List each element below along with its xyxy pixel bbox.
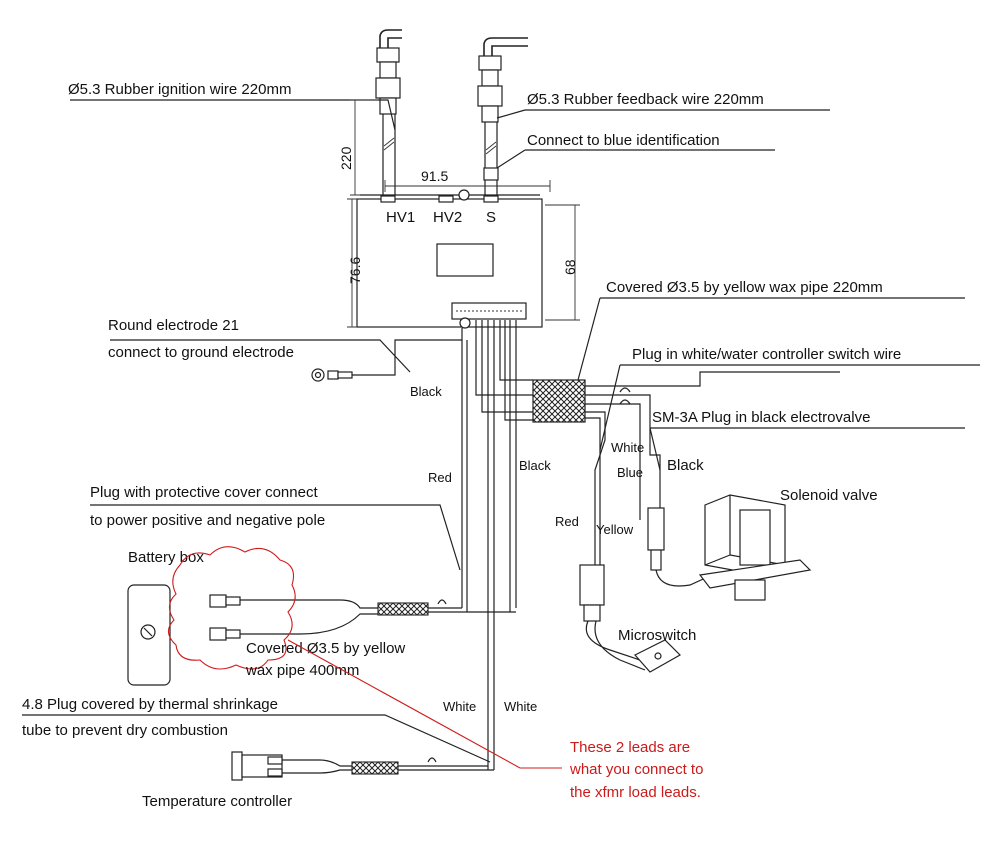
label-feedback-wire: Ø5.3 Rubber feedback wire 220mm xyxy=(527,91,764,108)
label-yellow-wax-220: Covered Ø3.5 by yellow wax pipe 220mm xyxy=(606,279,883,296)
control-box xyxy=(356,189,543,329)
svg-text:91.5: 91.5 xyxy=(421,168,448,184)
label-ignition-wire: Ø5.3 Rubber ignition wire 220mm xyxy=(68,81,291,98)
label-yellow-wax-400-2: wax pipe 400mm xyxy=(245,662,359,679)
label-thermal-shrink-2: tube to prevent dry combustion xyxy=(22,722,228,739)
annotation-arrow xyxy=(287,639,562,769)
annotation-line-3: the xfmr load leads. xyxy=(570,784,701,801)
svg-text:Blue: Blue xyxy=(617,465,643,480)
svg-text:Yellow: Yellow xyxy=(596,522,634,537)
dimension-76-6: 76.6 xyxy=(347,198,363,328)
label-round-electrode-1: Round electrode 21 xyxy=(108,317,239,334)
main-connector xyxy=(532,371,840,565)
svg-text:White: White xyxy=(611,440,644,455)
terminal-hv1: HV1 xyxy=(386,209,415,226)
label-thermal-shrink-1: 4.8 Plug covered by thermal shrinkage xyxy=(22,696,278,713)
ignition-electrode xyxy=(375,29,402,195)
dimension-68: 68 xyxy=(545,204,580,321)
label-electrovalve: SM-3A Plug in black electrovalve xyxy=(652,409,870,426)
svg-text:Red: Red xyxy=(428,470,452,485)
label-round-electrode-2: connect to ground electrode xyxy=(108,344,294,361)
annotation-line-2: what you connect to xyxy=(569,761,703,778)
label-microswitch: Microswitch xyxy=(618,627,696,644)
label-solenoid-valve: Solenoid valve xyxy=(780,487,878,504)
battery-box xyxy=(127,584,516,686)
dimension-220: 220 xyxy=(338,99,378,196)
label-protective-cover-1: Plug with protective cover connect xyxy=(90,484,318,501)
terminal-hv2: HV2 xyxy=(433,209,462,226)
svg-text:220: 220 xyxy=(338,146,354,170)
svg-text:White: White xyxy=(443,699,476,714)
red-highlight-cloud xyxy=(167,546,296,670)
label-battery-box: Battery box xyxy=(128,549,204,566)
feedback-electrode xyxy=(477,37,528,195)
label-white-water-switch: Plug in white/water controller switch wi… xyxy=(632,346,901,363)
svg-text:White: White xyxy=(504,699,537,714)
dimension-91-5: 91.5 xyxy=(384,168,551,192)
label-yellow-wax-400-1: Covered Ø3.5 by yellow xyxy=(246,640,405,657)
svg-text:Black: Black xyxy=(519,458,551,473)
svg-text:68: 68 xyxy=(562,259,578,275)
wire-bundle xyxy=(330,320,533,770)
label-protective-cover-2: to power positive and negative pole xyxy=(90,512,325,529)
svg-text:Black: Black xyxy=(410,384,442,399)
terminal-s: S xyxy=(486,209,496,226)
label-blue-identification: Connect to blue identification xyxy=(527,132,720,149)
ground-electrode xyxy=(311,368,353,382)
display-window xyxy=(436,243,494,277)
temperature-controller xyxy=(231,751,494,781)
svg-text:76.6: 76.6 xyxy=(347,257,363,284)
svg-text:Red: Red xyxy=(555,514,579,529)
svg-text:Black: Black xyxy=(667,457,704,474)
solenoid-valve xyxy=(647,494,812,601)
label-temperature-controller: Temperature controller xyxy=(142,793,292,810)
annotation-line-1: These 2 leads are xyxy=(570,739,690,756)
microswitch xyxy=(579,564,681,673)
